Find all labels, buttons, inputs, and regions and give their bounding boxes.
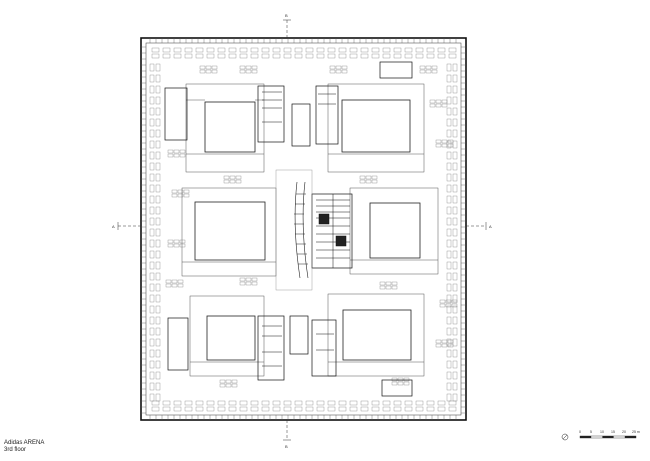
room-bands [181, 83, 439, 377]
section-mark-right: A [489, 224, 492, 229]
core-stairs [262, 91, 350, 367]
core-north-west [257, 85, 285, 143]
courtyard-north-west [204, 101, 256, 153]
building-outline [140, 37, 467, 421]
desk-clusters [149, 47, 458, 412]
project-name: Adidas ARENA [4, 440, 45, 446]
scale-tick-10: 10 [600, 430, 604, 434]
courtyard-center-east [369, 202, 421, 259]
floor-name: 3rd floor [4, 447, 27, 453]
courtyard-south-west [206, 315, 256, 361]
scale-tick-5: 5 [590, 430, 592, 434]
section-mark-bottom: B [285, 444, 288, 449]
core-south-center [289, 315, 309, 355]
building-inner-outline [145, 42, 462, 416]
service-cores [164, 61, 413, 397]
section-markers [117, 19, 487, 441]
core-north-east [315, 85, 339, 145]
courtyards [194, 99, 421, 361]
facade-mullions [141, 38, 466, 420]
atrium-ramps [275, 169, 313, 291]
core-south-west [257, 315, 285, 381]
section-lines [118, 20, 486, 440]
core-center [311, 193, 353, 269]
drawing-caption: Adidas ARENA 3rd floor [4, 440, 44, 454]
scale-tick-15: 15 [611, 430, 615, 434]
scale-tick-20: 20 [622, 430, 626, 434]
core-north-center [291, 103, 311, 147]
scale-tick-25: 25 m [632, 430, 640, 434]
section-mark-left: A [112, 224, 115, 229]
courtyard-south-east [342, 309, 412, 361]
scale-bar: 0 5 10 15 20 25 m [579, 430, 640, 439]
core-south-east [311, 319, 337, 377]
section-mark-top: B [285, 13, 288, 18]
scale-tick-0: 0 [579, 430, 581, 434]
north-arrow-icon [561, 433, 569, 441]
courtyard-center-west [194, 201, 266, 261]
courtyard-north-east [341, 99, 411, 153]
